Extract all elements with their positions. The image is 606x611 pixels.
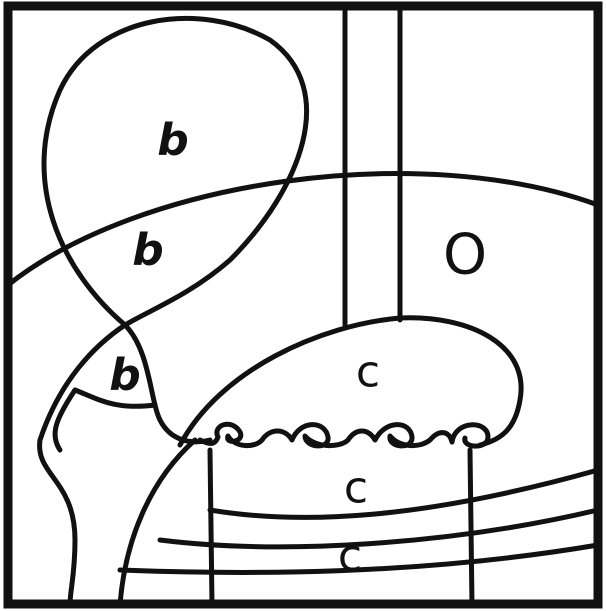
label-c-middle: c [344, 463, 368, 514]
balloon-shape [44, 18, 307, 325]
label-o-region: O [443, 223, 487, 288]
label-b-middle: b [132, 225, 164, 276]
label-b-top: b [157, 115, 189, 166]
post-right [470, 450, 472, 605]
loop-row [200, 424, 488, 446]
post-left [210, 450, 212, 605]
label-b-small: b [109, 350, 141, 401]
large-arc [8, 174, 598, 285]
band-upper [210, 470, 598, 517]
label-c-upper: c [356, 347, 380, 398]
label-c-lower: c [338, 531, 362, 582]
lower-left-curve [120, 440, 195, 605]
